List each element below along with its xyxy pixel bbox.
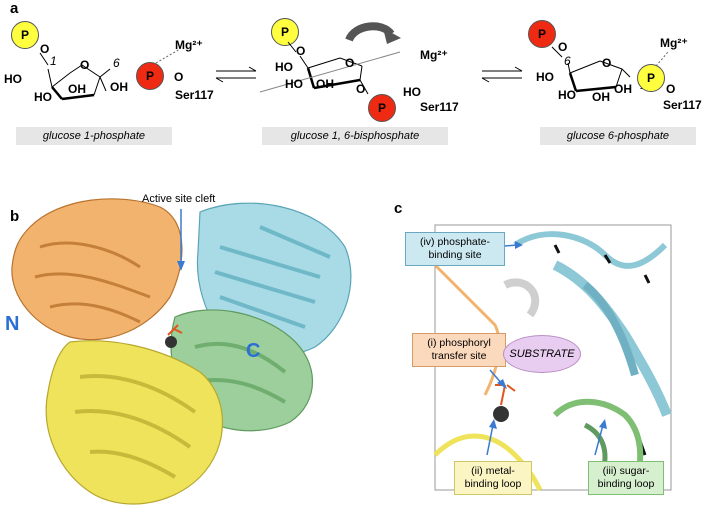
hydroxyl-label: OH	[614, 82, 632, 96]
panel-c-label: c	[394, 200, 403, 217]
hydroxyl-label: HO	[536, 70, 554, 84]
hydroxyl-label: OH	[592, 90, 610, 104]
ring-oxygen-label: O	[80, 58, 90, 72]
sugar-binding-loop-label: (iii) sugar- binding loop	[588, 461, 664, 495]
oxygen-label: O	[296, 44, 306, 58]
serine-label: Ser117	[420, 100, 459, 114]
phosphate-atom: P	[637, 64, 665, 92]
ring-oxygen-label: O	[345, 56, 355, 70]
caption-glucose-6-phosphate: glucose 6-phosphate	[540, 127, 696, 145]
serine-label: Ser117	[663, 98, 702, 112]
rotation-arrow	[345, 22, 401, 44]
carbon-6-label: 6	[113, 56, 120, 70]
panel-b-label: b	[10, 208, 20, 225]
caption-glucose-bisphosphate: glucose 1, 6-bisphosphate	[262, 127, 448, 145]
hydroxyl-label: HO	[275, 60, 293, 74]
oxygen-label: O	[666, 82, 676, 96]
magnesium-label: Mg²⁺	[175, 38, 203, 52]
carbon-6-label: 6	[564, 54, 571, 68]
oxygen-label: O	[356, 82, 366, 96]
oxygen-label: O	[558, 40, 568, 54]
hydroxyl-label: OH	[316, 77, 334, 91]
glucose-6-phosphate-ring	[551, 46, 631, 93]
c-terminus-label: C	[246, 340, 261, 362]
oxygen-label: O	[40, 42, 50, 56]
hydroxyl-label: OH	[68, 82, 86, 96]
glucose-1-phosphate-ring	[39, 52, 111, 101]
glucose-bisphosphate-ring	[259, 41, 401, 95]
panel-a-label: a	[10, 0, 19, 17]
substrate-ellipse: SUBSTRATE	[503, 335, 581, 373]
hydroxyl-label: HO	[34, 90, 52, 104]
phosphate-atom: P	[136, 62, 164, 90]
magnesium-label: Mg²⁺	[420, 48, 448, 62]
phosphate-atom: P	[528, 20, 556, 48]
phosphate-atom: P	[271, 18, 299, 46]
protein-structure-image	[11, 198, 352, 505]
equilibrium-arrows	[481, 66, 523, 83]
n-terminus-label: N	[5, 313, 20, 335]
oxygen-label: O	[174, 70, 184, 84]
serine-label: Ser117	[175, 88, 214, 102]
coordination-bond	[155, 48, 181, 64]
coordination-bond	[655, 51, 669, 67]
hydroxyl-label: OH	[110, 80, 128, 94]
phosphate-binding-site-label: (iv) phosphate- binding site	[405, 232, 505, 266]
carbon-1-label: 1	[50, 54, 57, 68]
hydroxyl-label: HO	[558, 88, 576, 102]
active-site-label: Active site cleft	[142, 193, 216, 205]
phosphate-atom: P	[368, 94, 396, 122]
magnesium-label: Mg²⁺	[660, 36, 688, 50]
hydroxyl-label: HO	[4, 72, 22, 86]
ring-oxygen-label: O	[602, 56, 612, 70]
equilibrium-arrows	[215, 66, 257, 83]
hydroxyl-label: HO	[285, 77, 303, 91]
phosphoryl-transfer-site-label: (i) phosphoryl transfer site	[412, 333, 506, 367]
phosphate-atom: P	[11, 21, 39, 49]
metal-binding-loop-label: (ii) metal- binding loop	[454, 461, 532, 495]
caption-glucose-1-phosphate: glucose 1-phosphate	[16, 127, 172, 145]
hydroxyl-label: HO	[403, 85, 421, 99]
